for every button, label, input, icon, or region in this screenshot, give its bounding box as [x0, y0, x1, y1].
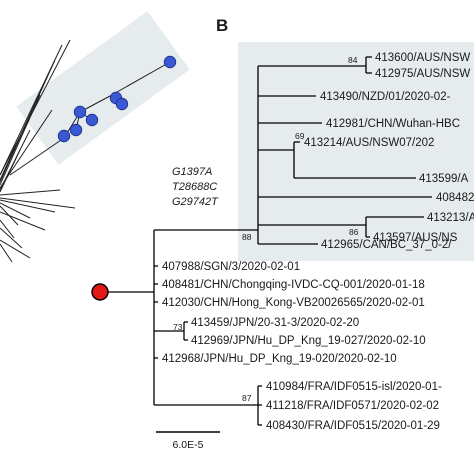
- radial-highlight-box: [16, 11, 190, 165]
- leaf-label-1: 413600/AUS/NSW: [375, 52, 470, 64]
- leaf-label-3: 413490/NZD/01/2020-02-: [320, 91, 451, 103]
- leaf-label-14: 413459/JPN/20-31-3/2020-02-20: [191, 317, 359, 329]
- radial-tree: [0, 11, 190, 263]
- leaf-label-7: 408482/: [436, 192, 474, 204]
- clade-node-5: [85, 113, 99, 127]
- mutation-label-1: G1397A: [172, 166, 212, 178]
- leaf-label-19: 408430/FRA/IDF0515/2020-01-29: [266, 420, 440, 432]
- leaf-label-2: 412975/AUS/NSW: [375, 68, 470, 80]
- leaf-label-8: 413213/A: [427, 212, 474, 224]
- bootstrap-jpn-pair: 73: [173, 322, 183, 332]
- leaf-label-4: 412981/CHN/Wuhan-HBC: [326, 118, 460, 130]
- clade-node-6: [69, 123, 83, 137]
- leaf-label-13: 412030/CHN/Hong_Kong-VB20026565/2020-02-…: [162, 297, 425, 309]
- clade-node-1: [163, 55, 177, 69]
- bootstrap-aus-pair: 84: [348, 55, 358, 65]
- leaf-label-10: 412965/CAN/BC_37_0-2/: [321, 239, 452, 251]
- root-node: [91, 283, 109, 301]
- rectangular-tree: [100, 56, 432, 426]
- leaf-label-15: 412969/JPN/Hu_DP_Kng_19-027/2020-02-10: [191, 335, 426, 347]
- leaf-label-12: 408481/CHN/Chongqing-IVDC-CQ-001/2020-01…: [162, 279, 425, 291]
- leaf-label-17: 410984/FRA/IDF0515-isl/2020-01-: [266, 381, 442, 393]
- mutation-label-2: T28688C: [172, 181, 217, 193]
- bootstrap-aus-can: 69: [295, 131, 305, 141]
- clade-node-7: [57, 129, 71, 143]
- bootstrap-fra-pair: 87: [242, 393, 252, 403]
- leaf-label-5: 413214/AUS/NSW07/202: [304, 137, 434, 149]
- leaf-label-6: 413599/A: [419, 173, 469, 185]
- clade-node-4: [73, 105, 87, 119]
- leaf-label-11: 407988/SGN/3/2020-02-01: [162, 261, 300, 273]
- leaf-label-16: 412968/JPN/Hu_DP_Kng_19-020/2020-02-10: [162, 353, 397, 365]
- leaf-label-18: 411218/FRA/IDF0571/2020-02-02: [266, 400, 439, 412]
- clade-node-3: [115, 97, 129, 111]
- leaf-label-9: 413597/AUS/NS: [373, 232, 458, 244]
- panel-label: B: [216, 16, 228, 35]
- bootstrap-root-clade: 88: [242, 232, 252, 242]
- bootstrap-aus-213: 86: [349, 227, 359, 237]
- scale-bar-label: 6.0E-5: [173, 439, 204, 451]
- leaf-labels: 413600/AUS/NSW 412975/AUS/NSW 413490/NZD…: [162, 52, 474, 432]
- mutation-label-3: G29742T: [172, 196, 219, 208]
